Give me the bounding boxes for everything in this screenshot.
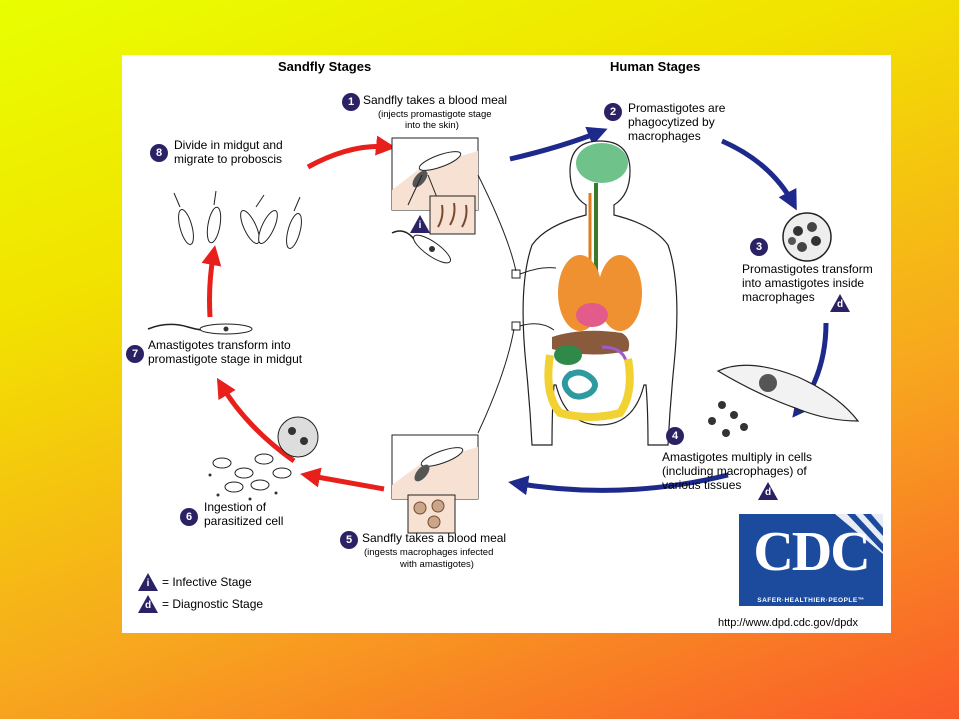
step-3-line-2: into amastigotes inside	[742, 276, 865, 290]
step-3-line-1: Promastigotes transform	[742, 262, 873, 276]
step-1-title: Sandfly takes a blood meal	[363, 93, 508, 107]
macrophage-cell-stage3	[782, 212, 832, 262]
arrow-8-to-1	[306, 135, 396, 170]
step-5-badge: 5	[340, 531, 358, 549]
step-5-title: Sandfly takes a blood meal	[362, 531, 507, 545]
diagnostic-stage-marker-4: d	[758, 482, 778, 500]
step-6-line-1: Ingestion of	[204, 500, 267, 514]
diagram-graphics	[147, 126, 860, 534]
step-7-line-1: Amastigotes transform into	[148, 338, 291, 352]
arrow-2-to-3	[720, 138, 797, 211]
step-7-badge: 7	[126, 345, 144, 363]
arrow-4-to-5	[508, 472, 729, 496]
diagnostic-stage-marker-3: d	[830, 294, 850, 312]
step-2-line-1: Promastigotes are	[628, 101, 726, 115]
step-1-badge: 1	[342, 93, 360, 111]
step-2-line-2: phagocytized by	[628, 115, 715, 129]
infective-stage-marker-1: i	[410, 215, 430, 233]
ingested-cells-stage6	[208, 416, 319, 501]
promastigote-stage7	[147, 323, 253, 335]
step-6-line-2: parasitized cell	[204, 514, 284, 528]
cdc-logo: CDC SAFER·HEALTHIER·PEOPLE™	[739, 514, 883, 606]
step-2-line-3: macrophages	[628, 129, 701, 143]
step-4-badge: 4	[666, 427, 684, 445]
arrow-7-to-8	[201, 245, 222, 318]
human-body-figure	[477, 140, 678, 446]
step-2-badge: 2	[604, 103, 622, 121]
step-8-line-1: Divide in midgut and	[174, 138, 283, 152]
sandfly-feeding-image-5	[391, 434, 479, 534]
lifecycle-diagram: Sandfly Stages Human Stages 1 Sandfly ta…	[122, 55, 891, 633]
step-5-note-2: with amastigotes)	[400, 559, 474, 570]
human-stages-header: Human Stages	[610, 59, 701, 74]
arrow-6-to-7	[216, 377, 296, 464]
legend-infective-icon: i	[138, 573, 158, 591]
step-1-note-1: (injects promastigote stage	[378, 109, 492, 120]
sandfly-feeding-image-1	[391, 137, 479, 235]
legend-diagnostic-label: = Diagnostic Stage	[162, 597, 264, 611]
step-4-line-1: Amastigotes multiply in cells	[662, 450, 813, 464]
cdc-logo-tagline: SAFER·HEALTHIER·PEOPLE™	[757, 597, 865, 604]
step-7-line-2: promastigote stage in midgut	[148, 352, 303, 366]
step-8-badge: 8	[150, 144, 168, 162]
step-4-line-2: (including macrophages) of	[662, 464, 807, 478]
step-6-badge: 6	[180, 508, 198, 526]
step-4-line-3: various tissues	[662, 478, 742, 492]
cdc-logo-text: CDC	[753, 521, 870, 583]
step-5-note-1: (ingests macrophages infected	[364, 547, 494, 558]
arrow-1-to-2	[509, 126, 608, 162]
dividing-promastigotes-stage8	[173, 190, 302, 249]
step-3-line-3: macrophages	[742, 290, 815, 304]
step-8-line-2: migrate to proboscis	[174, 152, 283, 166]
step-3-badge: 3	[750, 238, 768, 256]
step-1-note-2: into the skin)	[405, 120, 459, 131]
legend-infective-label: = Infective Stage	[162, 575, 252, 589]
infected-cell-stage4	[708, 364, 860, 437]
arrow-5-to-6	[300, 467, 385, 492]
promastigote-flagellate	[391, 230, 451, 264]
legend-diagnostic-icon: d	[138, 595, 158, 613]
sandfly-stages-header: Sandfly Stages	[278, 59, 372, 74]
source-url[interactable]: http://www.dpd.cdc.gov/dpdx	[718, 617, 859, 629]
